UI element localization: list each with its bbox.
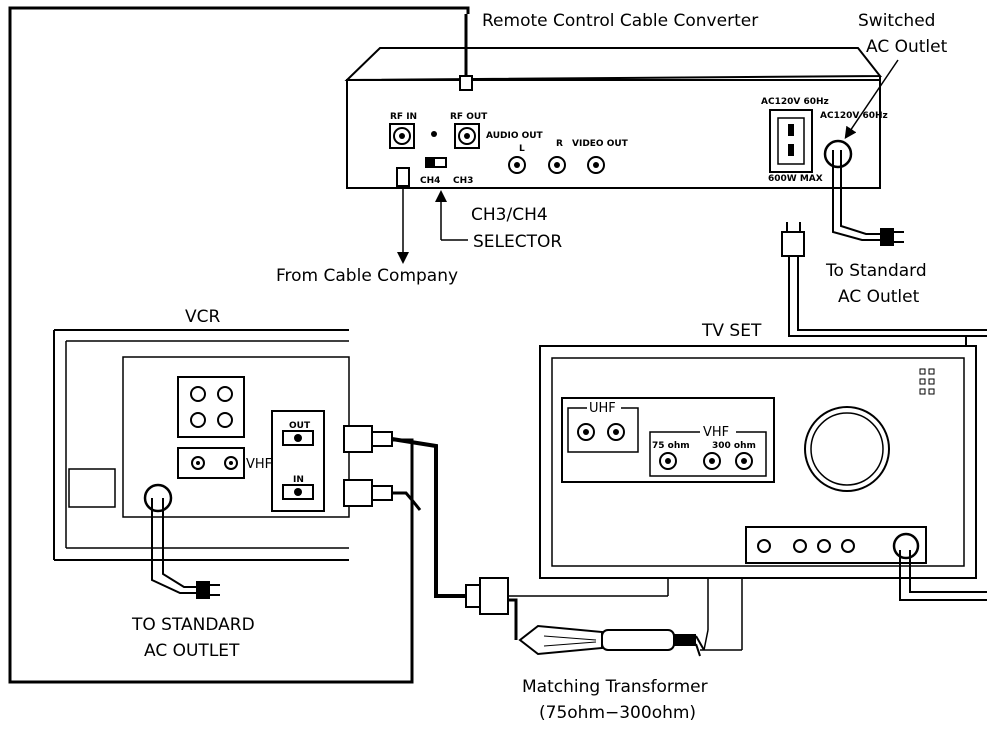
- switched-outlet-socket: [769, 109, 813, 173]
- vcr-vhf-in-jack: [282, 484, 314, 500]
- from-cable-label: From Cable Company: [276, 266, 458, 286]
- ch3-label: CH3: [453, 176, 473, 186]
- converter-plug: [880, 228, 894, 246]
- vcr-vhf-label: VHF: [246, 457, 272, 472]
- audio-out-label: AUDIO OUT: [486, 131, 544, 141]
- ac-rating-plug-label: AC120V 60Hz: [820, 111, 888, 121]
- switched-outlet-line2: AC Outlet: [866, 37, 948, 57]
- tv-uhf-label: UHF: [589, 401, 616, 416]
- video-out-label: VIDEO OUT: [572, 139, 629, 149]
- vcr-outlet-line2: AC OUTLET: [144, 641, 240, 661]
- rf-in-jack: [389, 123, 415, 149]
- matching-transformer: Matching Transformer (75ohm−300ohm): [465, 468, 748, 723]
- switched-outlet-line1: Switched: [858, 11, 935, 31]
- tv-vhf-label: VHF: [703, 425, 729, 440]
- video-out-jack: [587, 156, 605, 174]
- indicator-dot: [431, 131, 437, 137]
- vcr-out-label: OUT: [289, 421, 311, 431]
- ch4-label: CH4: [420, 176, 440, 186]
- tuning-dial: [804, 406, 890, 492]
- tv-control-knob: [793, 539, 807, 553]
- rf-in-label: RF IN: [390, 112, 417, 122]
- max-watts-label: 600W MAX: [768, 174, 823, 184]
- cable-input-leader: [396, 167, 468, 264]
- selector-line1: CH3/CH4: [471, 205, 548, 225]
- tv-control-knob: [757, 539, 771, 553]
- selector-line2: SELECTOR: [473, 232, 562, 252]
- rf-out-jack: [454, 123, 480, 149]
- tv-label: TV SET: [701, 321, 762, 341]
- vhf-terminals: [659, 452, 753, 470]
- tv-control-knob: [817, 539, 831, 553]
- cable-converter: RF IN RF OUT AUDIO OUT L R VIDEO OUT CH4: [344, 14, 987, 337]
- audio-l-label: L: [519, 144, 525, 154]
- audio-r-jack: [548, 156, 566, 174]
- vcr-coax-cables: [343, 425, 466, 598]
- transformer-line1: Matching Transformer: [522, 677, 708, 697]
- vcr-unit: VCR VHF OUT IN: [53, 307, 350, 661]
- transformer-line2: (75ohm−300ohm): [539, 703, 696, 723]
- rf-out-label: RF OUT: [450, 112, 488, 122]
- audio-r-label: R: [556, 139, 563, 149]
- speaker-grille: [919, 368, 935, 395]
- vcr-in-label: IN: [293, 475, 304, 485]
- tv-300ohm-label: 300 ohm: [712, 441, 756, 451]
- vcr-plug: [196, 581, 210, 599]
- outer-cable-loop: [8, 6, 470, 684]
- converter-title: Remote Control Cable Converter: [482, 11, 758, 31]
- ac-rating-label: AC120V 60Hz: [761, 97, 829, 107]
- uhf-terminals: [577, 423, 625, 441]
- vcr-label: VCR: [185, 307, 220, 327]
- to-standard-line1: To Standard: [825, 261, 927, 281]
- tv-control-knob: [841, 539, 855, 553]
- tv-75ohm-label: 75 ohm: [652, 441, 690, 451]
- tv-plug: [781, 222, 805, 257]
- vcr-outlet-line1: TO STANDARD: [131, 615, 255, 635]
- to-standard-line2: AC Outlet: [838, 287, 920, 307]
- tv-set: TV SET UHF VHF 75 ohm 300 ohm: [539, 321, 987, 601]
- audio-l-jack: [508, 156, 526, 174]
- vcr-vhf-out-jack: [282, 430, 314, 446]
